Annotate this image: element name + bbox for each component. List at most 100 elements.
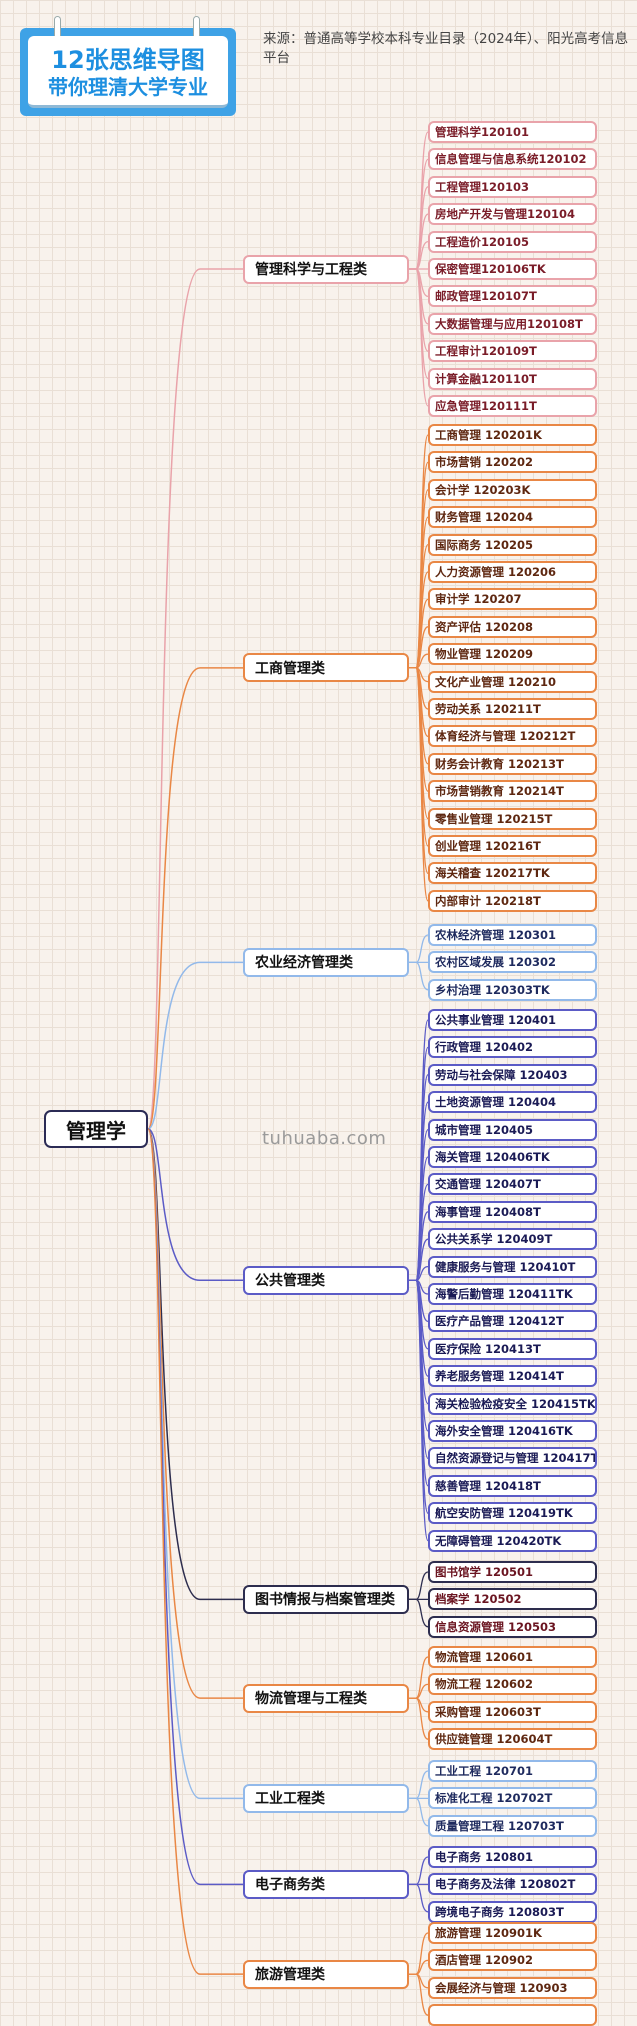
major-item: 市场营销教育 120214T: [428, 780, 597, 803]
major-item: 乡村治理 120303TK: [428, 978, 597, 1001]
leaf-line: [409, 1656, 429, 1699]
major-item: 图书馆学 120501: [428, 1561, 597, 1583]
major-item: 体育经济与管理 120212T: [428, 725, 597, 748]
major-item: 市场营销 120202: [428, 451, 597, 474]
major-item: 创业管理 120216T: [428, 835, 597, 857]
leaf-line: [409, 961, 429, 991]
major-item: 航空安防管理 120419TK: [428, 1502, 597, 1525]
leaf-line: [409, 1697, 429, 1740]
leaf-line: [409, 667, 429, 902]
major-item: 行政管理 120402: [428, 1036, 597, 1059]
major-item: 信息管理与信息系统120102: [428, 148, 597, 171]
major-item: 会展经济与管理 120903: [428, 1976, 597, 1999]
major-item: 海外安全管理 120416TK: [428, 1420, 597, 1442]
source-text: 来源：普通高等学校本科专业目录（2024年）、阳光高考信息平台: [263, 31, 629, 66]
major-item: 财务会计教育 120213T: [428, 752, 597, 775]
major-item: 审计学 120207: [428, 588, 597, 611]
leaf-line: [409, 571, 429, 669]
major-item: 财务管理 120204: [428, 506, 597, 529]
leaf-line: [409, 1883, 429, 1913]
major-item: 档案学 120502: [428, 1588, 597, 1611]
branch-line: [147, 667, 243, 1130]
major-item: 土地资源管理 120404: [428, 1091, 597, 1114]
major-item: 海关稽查 120217TK: [428, 862, 597, 885]
major-item: 养老服务管理 120414T: [428, 1365, 597, 1388]
major-item: 质量管理工程 120703T: [428, 1814, 597, 1837]
leaf-line: [409, 461, 429, 669]
leaf-line: [409, 1856, 429, 1886]
major-item: 公共关系学 120409T: [428, 1228, 597, 1251]
category-node: 图书情报与档案管理类: [243, 1584, 409, 1614]
major-item: 自然资源登记与管理 120417T: [428, 1447, 597, 1470]
major-item: 农村区域发展 120302: [428, 951, 597, 974]
major-item: 工程管理120103: [428, 175, 597, 198]
major-item: 内部审计 120218T: [428, 889, 597, 912]
leaf-line: [409, 1932, 429, 1975]
major-item: 计算金融120110T: [428, 367, 597, 390]
major-item: 电子商务 120801: [428, 1846, 597, 1868]
major-item: 文化产业管理 120210: [428, 670, 597, 693]
category-node: 物流管理与工程类: [243, 1683, 409, 1713]
major-item: 管理科学120101: [428, 121, 597, 143]
leaf-line: [409, 1797, 429, 1827]
leaf-line: [409, 131, 429, 270]
category-node: 旅游管理类: [243, 1959, 409, 1989]
major-item: 旅游管理 120901K: [428, 1922, 597, 1944]
branch-line: [147, 961, 243, 1130]
category-node: 公共管理类: [243, 1265, 409, 1295]
major-item: 农林经济管理 120301: [428, 924, 597, 946]
major-item: 信息资源管理 120503: [428, 1615, 597, 1638]
title-board: 12张思维导图 带你理清大学专业: [20, 16, 236, 116]
major-item: 医疗保险 120413T: [428, 1337, 597, 1360]
major-item: 人力资源管理 120206: [428, 561, 597, 583]
category-node: 工业工程类: [243, 1783, 409, 1813]
branch-line: [147, 1128, 243, 1975]
major-item: 跨境电子商务 120803T: [428, 1900, 597, 1923]
major-item: 采购管理 120603T: [428, 1700, 597, 1723]
leaf-line: [409, 1770, 429, 1800]
major-item: 健康服务与管理 120410T: [428, 1255, 597, 1278]
major-item: 工业工程 120701: [428, 1760, 597, 1782]
major-item: 海关管理 120406TK: [428, 1146, 597, 1168]
leaf-line: [409, 1959, 429, 1975]
major-item: 工商管理 120201K: [428, 424, 597, 446]
major-item: [428, 2004, 597, 2026]
major-item: 保密管理120106TK: [428, 258, 597, 280]
major-item: 标准化工程 120702T: [428, 1787, 597, 1810]
watermark: tuhuaba.com: [262, 1128, 387, 1149]
leaf-line: [409, 213, 429, 270]
major-item: 公共事业管理 120401: [428, 1009, 597, 1031]
category-node: 工商管理类: [243, 653, 409, 683]
leaf-line: [409, 1128, 429, 1281]
category-node: 电子商务类: [243, 1869, 409, 1899]
title-line2: 带你理清大学专业: [48, 75, 208, 99]
major-item: 供应链管理 120604T: [428, 1728, 597, 1751]
leaf-line: [409, 934, 429, 964]
leaf-line: [409, 1683, 429, 1699]
title-line1: 12张思维导图: [51, 46, 205, 74]
major-item: 医疗产品管理 120412T: [428, 1310, 597, 1333]
leaf-line: [409, 1074, 429, 1281]
major-item: 物业管理 120209: [428, 643, 597, 666]
major-item: 会计学 120203K: [428, 478, 597, 501]
leaf-line: [409, 516, 429, 669]
major-item: 交通管理 120407T: [428, 1173, 597, 1196]
major-item: 邮政管理120107T: [428, 285, 597, 308]
major-item: 海警后勤管理 120411TK: [428, 1283, 597, 1305]
major-item: 海关检验检疫安全 120415TK: [428, 1392, 597, 1415]
major-item: 物流管理 120601: [428, 1646, 597, 1668]
leaf-line: [409, 1183, 429, 1281]
category-node: 农业经济管理类: [243, 947, 409, 977]
leaf-line: [409, 268, 429, 407]
branch-line: [147, 1128, 243, 1282]
major-item: 国际商务 120205: [428, 533, 597, 556]
major-item: 酒店管理 120902: [428, 1949, 597, 1972]
major-item: 海事管理 120408T: [428, 1200, 597, 1223]
major-item: 大数据管理与应用120108T: [428, 312, 597, 335]
major-item: 房地产开发与管理120104: [428, 203, 597, 226]
branch-line: [147, 268, 243, 1130]
leaf-line: [409, 1571, 429, 1601]
category-node: 管理科学与工程类: [243, 254, 409, 284]
major-item: 零售业管理 120215T: [428, 807, 597, 830]
